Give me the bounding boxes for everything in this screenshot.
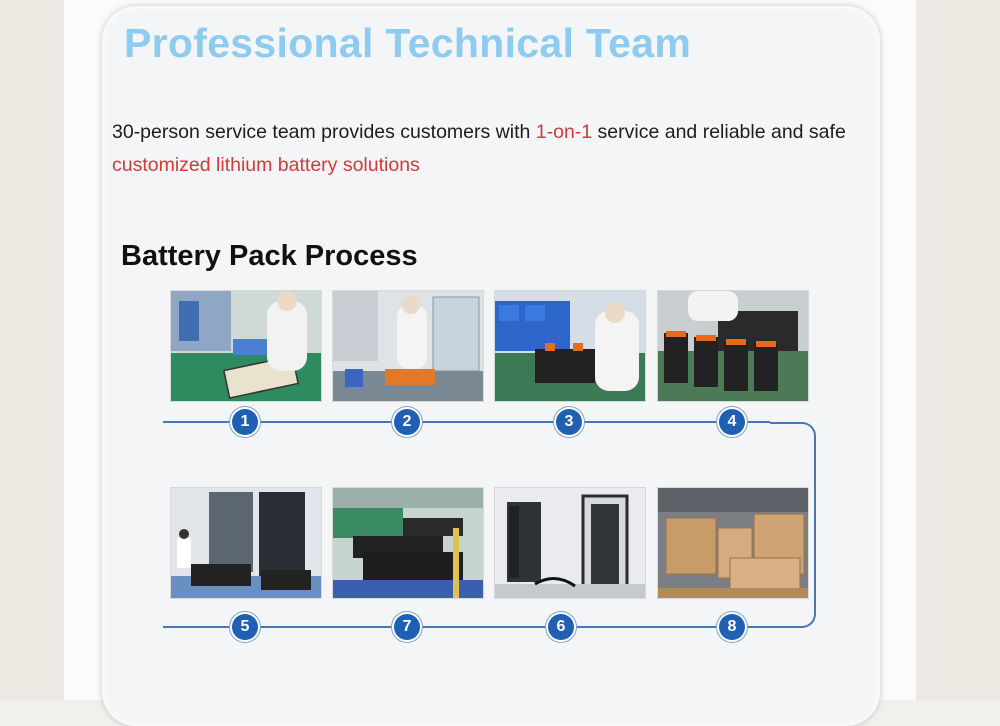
step-badge-4: 4 [719,409,745,435]
intro-text-part: service and reliable and safe [592,121,846,143]
intro-text: 30-person service team provides customer… [112,116,872,182]
process-photo-7 [332,487,484,599]
step-badge-6: 6 [548,614,574,640]
step-badge-5: 5 [232,614,258,640]
process-photo-5 [170,487,322,599]
page-margin-right [916,0,1000,700]
intro-highlight: 1-on-1 [535,121,593,143]
process-connector-loop [770,422,816,628]
process-photo-2 [332,290,484,402]
process-photo-4 [657,290,809,402]
step-badge-2: 2 [394,409,420,435]
intro-highlight: customized lithium battery solutions [112,154,420,176]
process-photo-3 [494,290,646,402]
process-connector-top [163,421,770,423]
step-badge-1: 1 [232,409,258,435]
section-title: Battery Pack Process [121,240,418,272]
process-photo-6 [494,487,646,599]
step-badge-8: 8 [719,614,745,640]
page-margin-left [0,0,64,700]
page-title: Professional Technical Team [124,20,692,66]
step-badge-3: 3 [556,409,582,435]
process-connector-bottom [163,626,770,628]
step-badge-7: 7 [394,614,420,640]
process-photo-1 [170,290,322,402]
process-photo-8 [657,487,809,599]
intro-text-part: 30-person service team provides customer… [112,121,536,143]
